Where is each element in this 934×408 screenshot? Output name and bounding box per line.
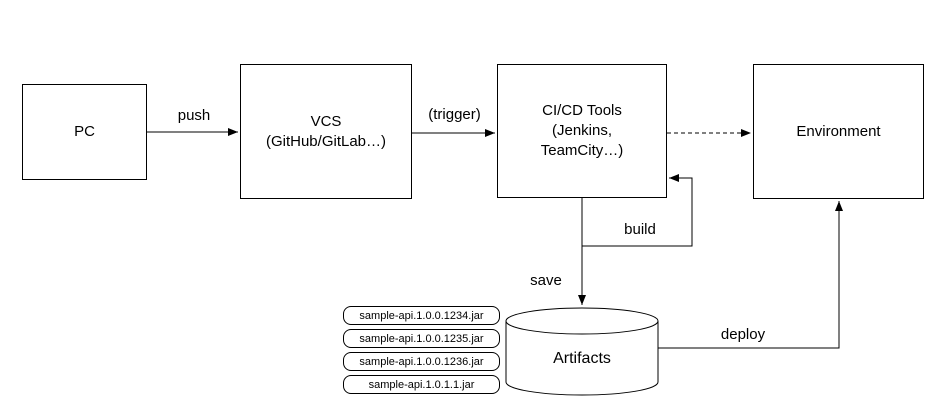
artifact-file-pill: sample-api.1.0.0.1235.jar	[343, 329, 500, 348]
node-environment-label: Environment	[796, 122, 881, 140]
edge-deploy-label: deploy	[720, 326, 766, 343]
edge-push-label: push	[177, 107, 211, 124]
node-cicd-label-line1: CI/CD Tools	[542, 102, 622, 119]
node-vcs-label-line2: (GitHub/GitLab…)	[265, 132, 387, 150]
node-cicd-tools: CI/CD Tools (Jenkins, TeamCity…)	[497, 64, 667, 198]
artifact-file-pill: sample-api.1.0.1.1.jar	[343, 375, 500, 394]
node-vcs-label-line1: VCS	[310, 112, 342, 130]
edge-save-label: save	[530, 272, 562, 289]
artifact-file-pill: sample-api.1.0.0.1234.jar	[343, 306, 500, 325]
node-pc-label: PC	[74, 123, 95, 140]
node-cicd-label-line3: TeamCity…)	[540, 142, 624, 159]
edge-build-line	[581, 174, 693, 247]
edge-deploy-line	[658, 201, 843, 349]
edge-build-label: build	[624, 221, 656, 238]
artifact-file-pill: sample-api.1.0.0.1236.jar	[343, 352, 500, 371]
node-cicd-label-line2: (Jenkins,	[551, 122, 613, 139]
node-pc: PC	[22, 84, 147, 180]
edge-trigger-label: (trigger)	[428, 106, 481, 123]
node-environment: Environment	[753, 64, 924, 199]
artifacts-cylinder	[505, 307, 659, 396]
node-vcs: VCS (GitHub/GitLab…)	[240, 64, 412, 199]
node-artifacts-label: Artifacts	[553, 350, 611, 367]
